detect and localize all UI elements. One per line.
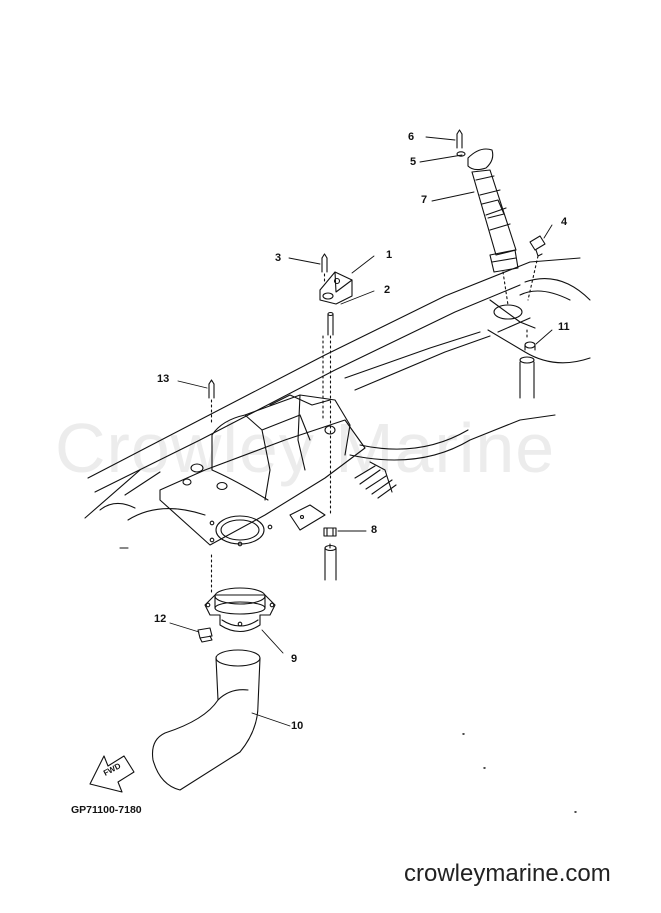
part-1-3-bracket — [319, 253, 353, 305]
callout-1: 1 — [386, 249, 393, 261]
specks — [462, 733, 577, 813]
part-5-6-7-duct — [456, 129, 519, 306]
leader-lines — [169, 136, 553, 727]
fwd-arrow-icon — [89, 755, 135, 793]
diagram-code: GP71100-7180 — [71, 804, 142, 816]
site-url: crowleymarine.com — [404, 860, 611, 887]
part-13-stud — [208, 379, 215, 596]
callout-5: 5 — [410, 156, 417, 168]
part-9-collar — [204, 587, 276, 633]
callout-3: 3 — [275, 252, 282, 264]
engine-hatch — [159, 394, 366, 547]
part-2-rod — [322, 311, 334, 516]
hull-deck — [84, 257, 591, 549]
part-10-hose — [151, 649, 261, 791]
watermark-text: Crowley Marine — [55, 409, 556, 487]
callout-10: 10 — [291, 720, 304, 732]
part-12-screw — [197, 627, 213, 643]
callout-9: 9 — [291, 653, 298, 665]
callout-4: 4 — [561, 216, 568, 228]
part-4-bolt — [527, 235, 546, 301]
callout-6: 6 — [408, 131, 415, 143]
callout-7: 7 — [421, 194, 428, 206]
part-11-grommet — [519, 329, 536, 399]
callout-12: 12 — [154, 613, 167, 625]
callout-2: 2 — [384, 284, 391, 296]
callout-11: 11 — [558, 321, 570, 333]
callout-8: 8 — [371, 524, 378, 536]
callout-13: 13 — [157, 373, 170, 385]
part-8-nut — [323, 527, 337, 581]
